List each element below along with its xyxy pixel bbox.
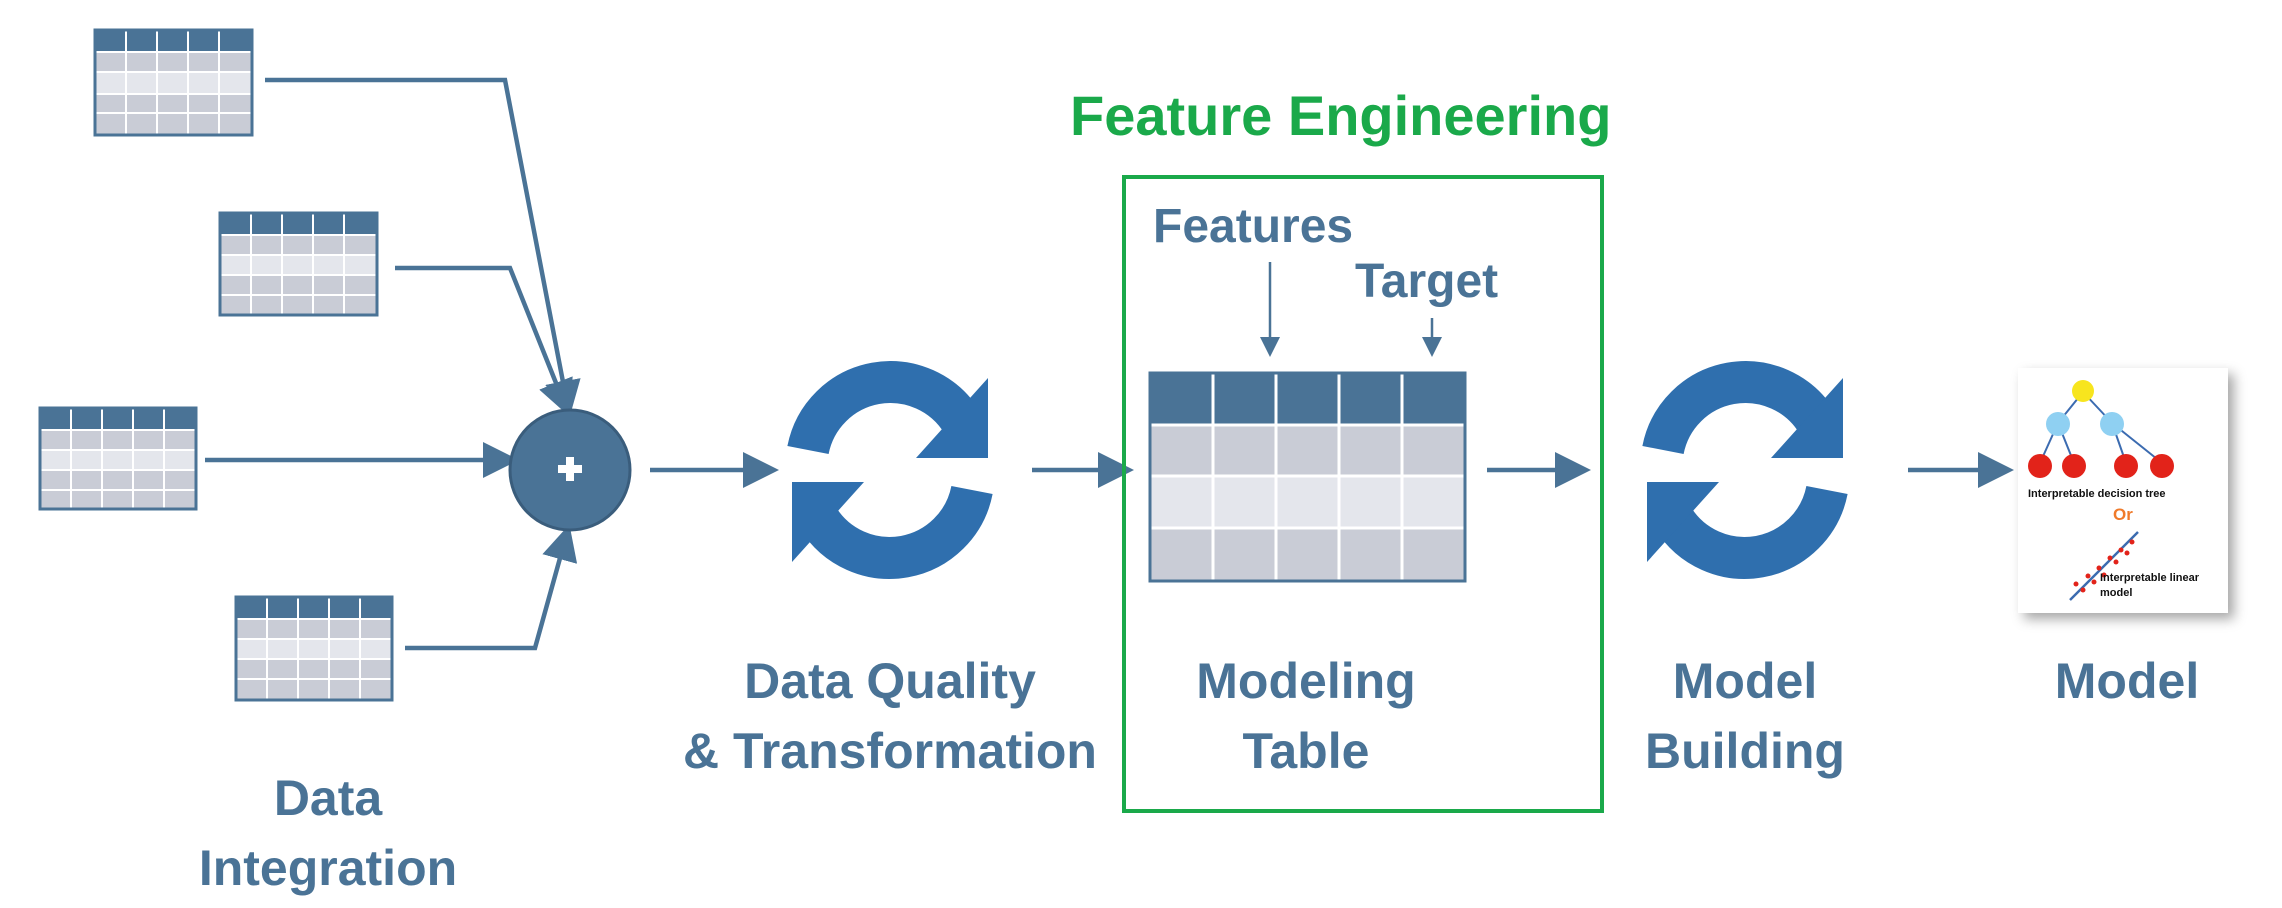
decision-tree-caption: Interpretable decision tree (2028, 488, 2166, 500)
linear-model-caption-line2: model (2100, 587, 2132, 599)
tree-node (2100, 412, 2124, 436)
or-label: Or (2113, 505, 2133, 524)
model-card: Interpretable decision tree Or Interpret… (2018, 368, 2228, 613)
feature-engineering-title: Feature Engineering (1070, 84, 1611, 147)
feature-engineering-box (1122, 175, 1604, 813)
data-quality-label-line2: & Transformation (683, 723, 1097, 779)
model-label: Model (2055, 653, 2199, 709)
data-integration-label-line1: Data (274, 770, 384, 826)
source-table-3 (38, 406, 198, 511)
source-table-4 (234, 595, 394, 702)
modeling-table-label-line1: Modeling (1196, 653, 1415, 709)
linear-model-caption-line1: Interpretable linear (2100, 572, 2200, 584)
data-quality-label-line1: Data Quality (744, 653, 1036, 709)
model-building-label-line2: Building (1645, 723, 1845, 779)
tree-leaf-node (2150, 454, 2174, 478)
refresh-icon-data-quality (787, 361, 993, 579)
tree-leaf-node (2028, 454, 2052, 478)
tree-node (2046, 412, 2070, 436)
tree-root-node (2072, 380, 2094, 402)
model-building-label-line1: Model (1673, 653, 1817, 709)
linear-model-icon (2069, 531, 2139, 601)
tree-leaf-node (2062, 454, 2086, 478)
features-label: Features (1153, 200, 1353, 253)
source-table-1 (93, 28, 254, 137)
merge-plus-node (508, 408, 632, 532)
refresh-icon-model-building (1642, 361, 1848, 579)
tree-leaf-node (2114, 454, 2138, 478)
target-label: Target (1355, 255, 1498, 308)
data-integration-label-line2: Integration (199, 840, 457, 896)
source-table-2 (218, 211, 379, 317)
modeling-table (1148, 371, 1467, 583)
modeling-table-label-line2: Table (1243, 723, 1370, 779)
merge-connectors (205, 77, 581, 651)
plus-icon (558, 457, 582, 481)
